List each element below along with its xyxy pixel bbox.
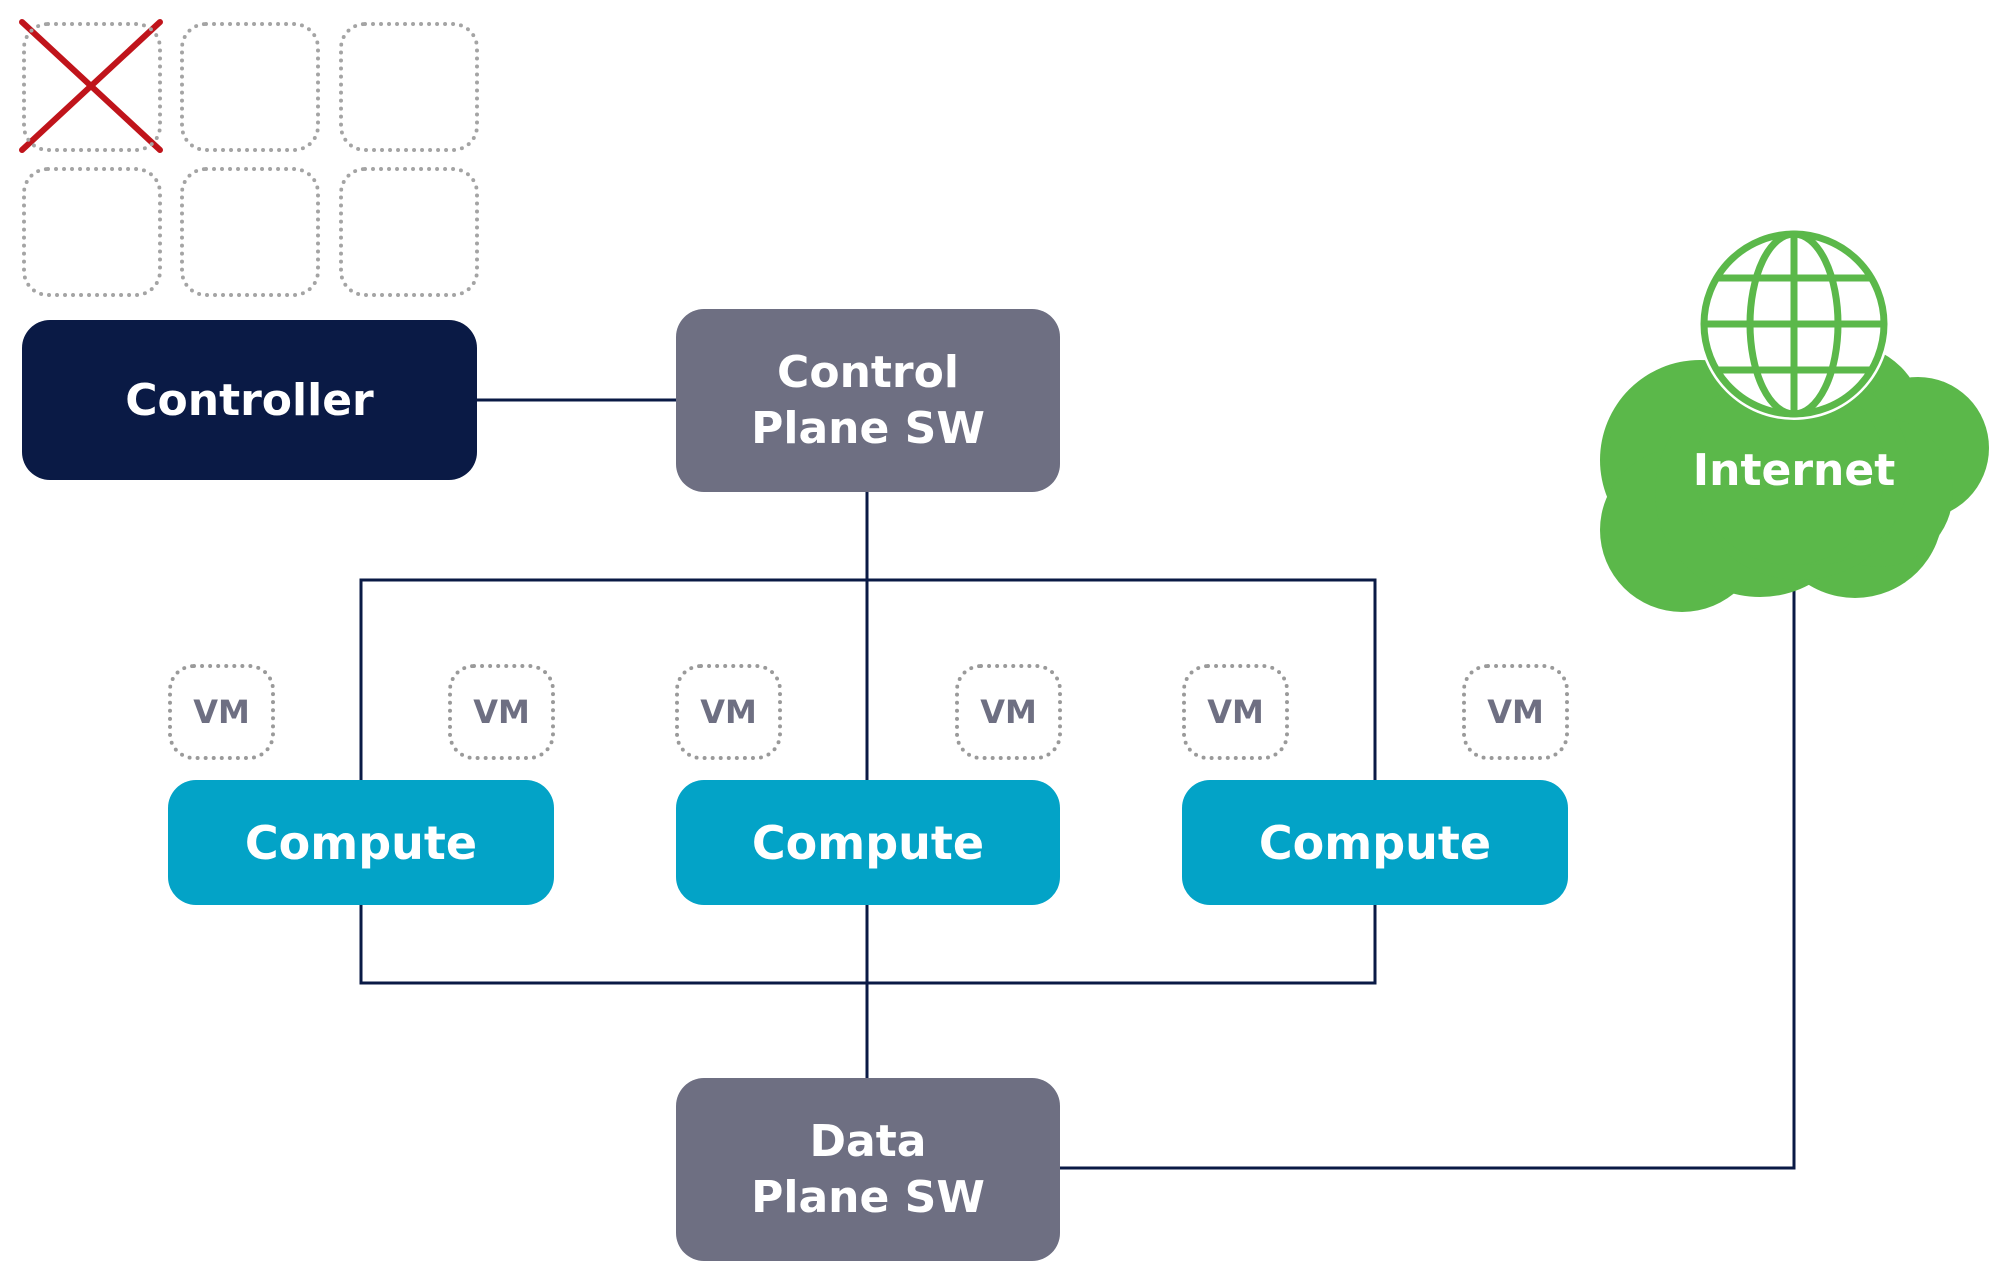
data-switch-label-line2: Plane SW	[751, 1171, 985, 1223]
controller-slot	[180, 167, 320, 297]
compute-label: Compute	[1258, 815, 1492, 870]
vm-label: VM	[1207, 693, 1264, 731]
controller-slot	[22, 167, 162, 297]
control-switch-label-line2: Plane SW	[751, 402, 985, 454]
compute-label: Compute	[751, 815, 985, 870]
control-switch-label-line1: Control	[777, 346, 959, 398]
vm-label: VM	[473, 693, 530, 731]
controller-slot	[180, 22, 320, 152]
controller-label: Controller	[125, 374, 374, 426]
compute-node: Compute	[676, 780, 1060, 905]
vm-label: VM	[700, 693, 757, 731]
control-plane-switch: Control Plane SW	[676, 309, 1060, 492]
vm-box: VM	[955, 664, 1062, 760]
line-control-bus	[359, 578, 1377, 780]
compute-node: Compute	[1182, 780, 1568, 905]
controller-slot-failed	[22, 22, 162, 152]
line-data-switch-to-internet	[1060, 540, 1796, 1170]
vm-label: VM	[193, 693, 250, 731]
vm-box: VM	[1462, 664, 1569, 760]
internet-label: Internet	[1692, 445, 1896, 496]
vm-box: VM	[448, 664, 555, 760]
internet-cloud-icon	[1600, 343, 1989, 612]
controller-node: Controller	[22, 320, 477, 480]
data-plane-switch: Data Plane SW	[676, 1078, 1060, 1261]
vm-box: VM	[675, 664, 782, 760]
vm-label: VM	[1487, 693, 1544, 731]
data-switch-label-line1: Data	[809, 1115, 927, 1167]
compute-label: Compute	[244, 815, 478, 870]
controller-slot	[339, 22, 479, 152]
vm-label: VM	[980, 693, 1037, 731]
vm-box: VM	[168, 664, 275, 760]
controller-slot	[339, 167, 479, 297]
compute-node: Compute	[168, 780, 554, 905]
vm-box: VM	[1182, 664, 1289, 760]
globe-icon	[1698, 228, 1890, 420]
